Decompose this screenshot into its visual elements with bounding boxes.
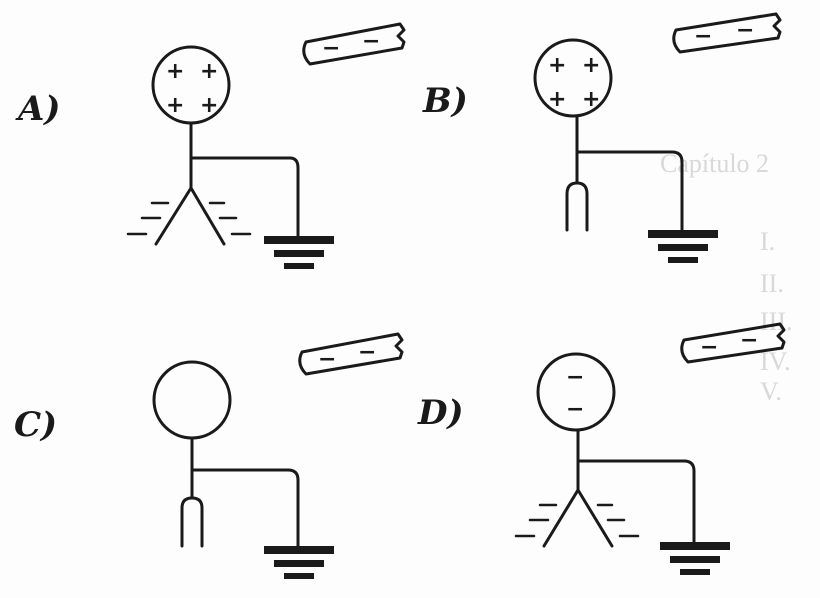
leaf-charges-a — [126, 201, 252, 236]
ground-wire-b — [575, 150, 684, 232]
panel-label-d: D) — [417, 393, 464, 433]
sphere-b-charge-3: + — [548, 87, 566, 112]
sphere-d-charge-1: − — [566, 365, 584, 390]
charged-rod-b: − − — [672, 12, 782, 54]
rod-charge-a-1: − — [322, 36, 340, 61]
sphere-d — [536, 352, 616, 432]
rod-charge-c-2: − — [358, 340, 376, 365]
bleed-line-1: I. — [760, 227, 775, 256]
ground-wire-a — [189, 156, 300, 238]
panel-label-c: C) — [14, 405, 57, 445]
panel-d: D) − − − − — [417, 322, 786, 575]
rod-charge-d-1: − — [700, 335, 718, 360]
bleed-line-5: V. — [760, 377, 782, 406]
charged-rod-d: − − — [680, 322, 786, 364]
panel-c: C) − − — [14, 332, 404, 579]
panel-label-a: A) — [15, 89, 60, 129]
sphere-d-charge-2: − — [566, 397, 584, 422]
bleed-line-3: III. — [760, 307, 792, 336]
charged-rod-c: − − — [298, 332, 404, 376]
sphere-a-charge-2: + — [200, 59, 218, 84]
sphere-a-charge-4: + — [200, 93, 218, 118]
leaves-b — [565, 181, 589, 232]
sphere-c — [152, 360, 232, 440]
ground-symbol-c — [264, 546, 334, 579]
sphere-b-charge-2: + — [582, 53, 600, 78]
panel-b: B) − − + + + + — [422, 12, 782, 263]
background-bleed: Capítulo 2 I. II. III. IV. V. — [660, 149, 792, 406]
ground-symbol-d — [660, 542, 730, 575]
ground-wire-d — [576, 459, 696, 544]
rod-charge-a-2: − — [362, 29, 380, 54]
sphere-a-charge-1: + — [166, 59, 184, 84]
rod-charge-c-1: − — [318, 347, 336, 372]
panel-a: A) − − + + + + — [15, 22, 406, 269]
sphere-b — [533, 38, 613, 118]
rod-charge-b-2: − — [736, 18, 754, 43]
bleed-line-2: II. — [760, 269, 784, 298]
ground-symbol-b — [648, 230, 718, 263]
sphere-b-charge-1: + — [548, 53, 566, 78]
sphere-b-charge-4: + — [582, 87, 600, 112]
ground-wire-c — [190, 468, 300, 548]
rod-charge-d-2: − — [740, 328, 758, 353]
rod-charge-b-1: − — [694, 24, 712, 49]
panel-label-b: B) — [422, 81, 468, 121]
charged-rod-a: − − — [302, 22, 406, 66]
leaf-charges-d — [514, 503, 640, 538]
leaves-a — [154, 186, 226, 246]
ground-symbol-a — [264, 236, 334, 269]
leaves-d — [542, 488, 614, 548]
leaves-c — [180, 496, 204, 548]
sphere-a-charge-3: + — [166, 93, 184, 118]
